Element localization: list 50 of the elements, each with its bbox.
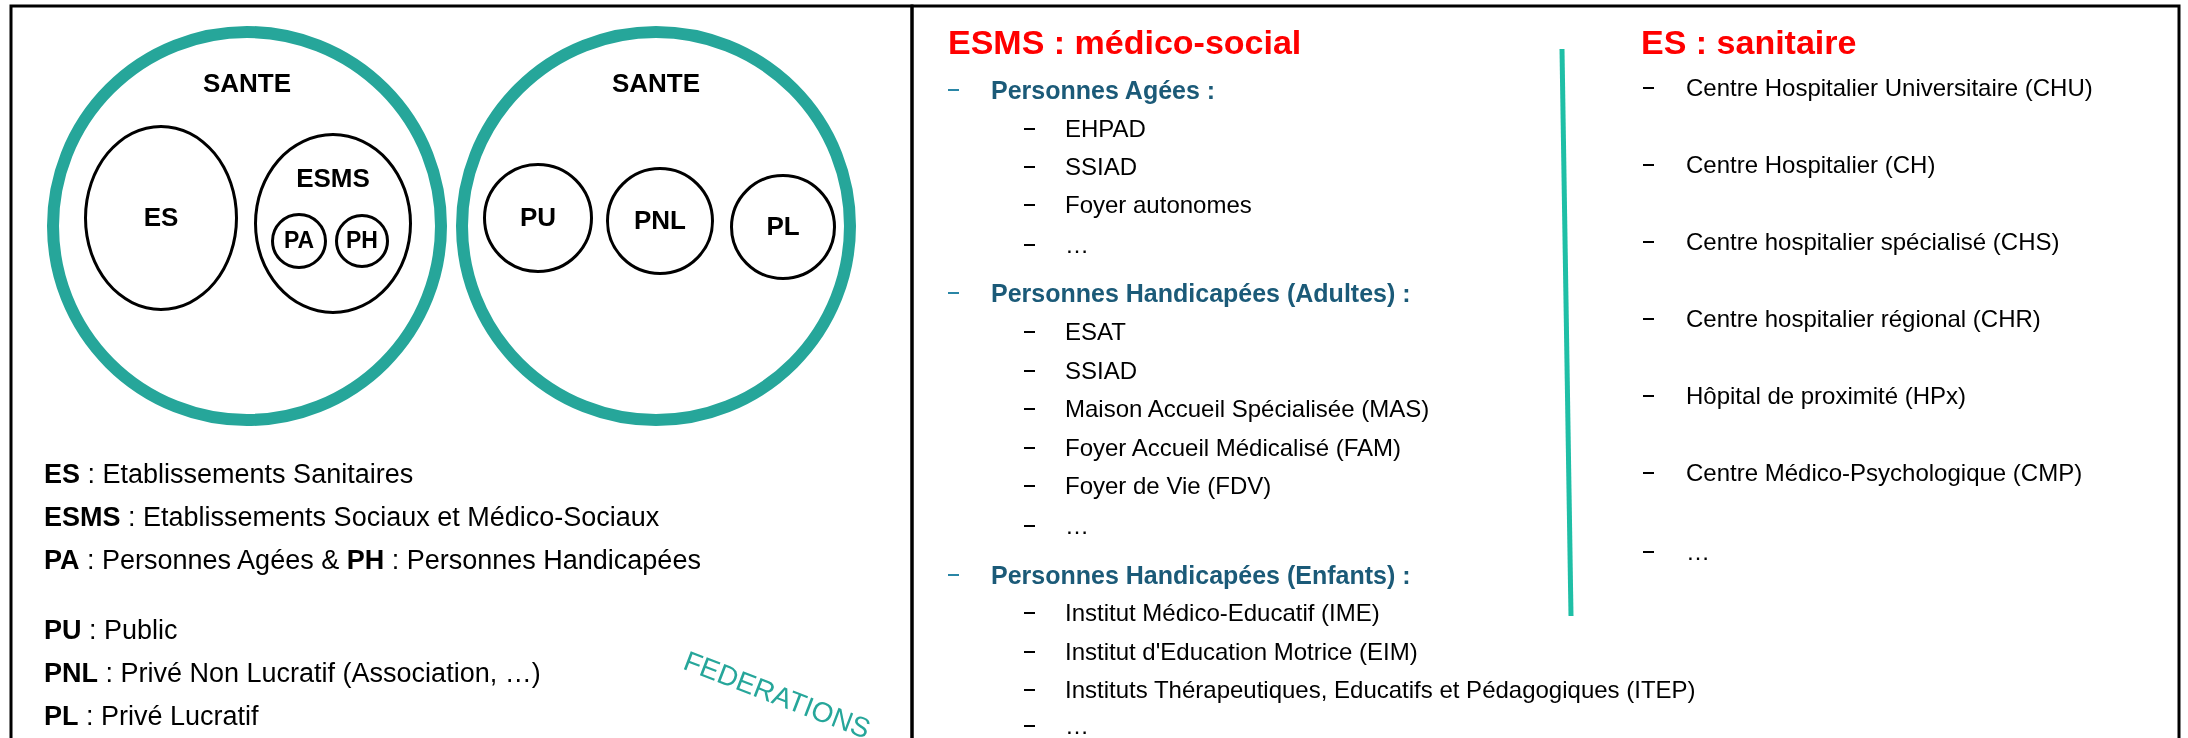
list-item: Centre Hospitalier Universitaire (CHU): [1686, 73, 2093, 103]
definition-text: PA : Personnes Agées & PH : Personnes Handicapées: [44, 544, 701, 577]
small-circle: [271, 213, 327, 269]
node-label: PH: [345, 227, 379, 255]
list-item: …: [1686, 537, 1710, 567]
list-item: SSIAD: [1065, 152, 1138, 182]
outer-circle: [47, 26, 447, 426]
definition-text: PNL : Privé Non Lucratif (Association, …): [44, 657, 541, 690]
list-item: Foyer de Vie (FDV): [1065, 471, 1272, 501]
list-item: Centre Médico-Psychologique (CMP): [1686, 458, 2083, 488]
list-item: Centre hospitalier régional (CHR): [1686, 304, 2041, 334]
inner-circle: [483, 163, 593, 273]
node-label: PL: [765, 211, 801, 243]
list-item: …: [1065, 511, 1089, 541]
category-heading: Personnes Handicapées (Enfants) :: [991, 560, 1411, 591]
category-heading: Personnes Handicapées (Adultes) :: [991, 278, 1411, 309]
definition-text: ESMS : Etablissements Sociaux et Médico-Sociaux: [44, 501, 660, 534]
node-label: ESMS: [295, 163, 371, 195]
inner-ellipse: [84, 125, 238, 311]
list-item: EHPAD: [1065, 114, 1146, 144]
definition-text: PU : Public: [44, 614, 178, 647]
node-label: PU: [518, 202, 558, 234]
list-item: Foyer Accueil Médicalisé (FAM): [1065, 433, 1402, 463]
category-heading: Personnes Agées :: [991, 75, 1216, 106]
list-item: Instituts Thérapeutiques, Educatifs et Pédagogiques (ITEP): [1065, 675, 1696, 705]
list-item: Centre Hospitalier (CH): [1686, 150, 1936, 180]
small-circle: [335, 214, 389, 268]
node-label: PNL: [633, 205, 687, 237]
list-item: Centre hospitalier spécialisé (CHS): [1686, 227, 2060, 257]
list-item: Foyer autonomes: [1065, 190, 1252, 220]
list-item: Maison Accueil Spécialisée (MAS): [1065, 394, 1430, 424]
outer-circle: [456, 26, 856, 426]
inner-circle: [606, 167, 714, 275]
inner-ellipse: [254, 133, 412, 314]
node-label: PA: [282, 227, 316, 255]
list-item: …: [1065, 230, 1089, 260]
node-label: SANTE: [201, 68, 293, 100]
list-item: Institut Médico-Educatif (IME): [1065, 598, 1380, 628]
definition-text: ES : Etablissements Sanitaires: [44, 458, 414, 491]
list-item: Hôpital de proximité (HPx): [1686, 381, 1967, 411]
inner-circle: [730, 174, 836, 280]
column-heading: ESMS : médico-social: [948, 24, 1302, 60]
list-item: Institut d'Education Motrice (EIM): [1065, 637, 1418, 667]
column-heading: ES : sanitaire: [1641, 24, 1857, 60]
list-item: SSIAD: [1065, 356, 1138, 386]
definition-text: PL : Privé Lucratif: [44, 700, 259, 733]
node-label: ES: [142, 202, 180, 234]
list-item: …: [1065, 711, 1089, 738]
node-label: SANTE: [610, 68, 702, 100]
list-item: ESAT: [1065, 317, 1126, 347]
